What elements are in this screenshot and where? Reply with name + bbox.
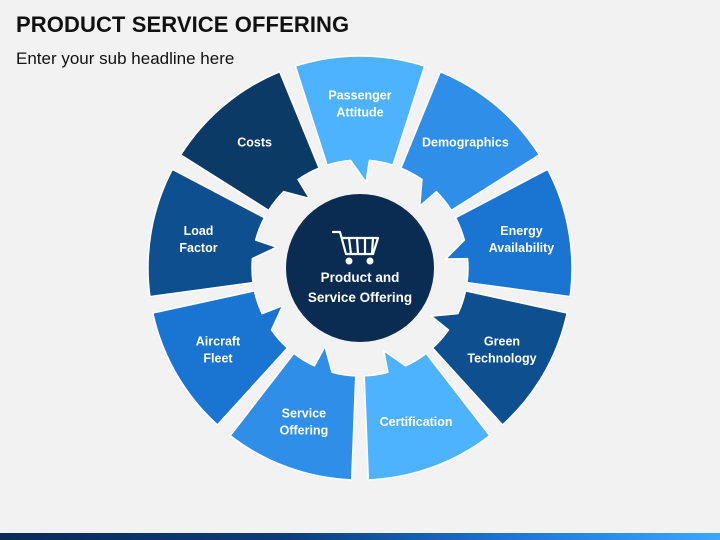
segment-label: Service <box>282 407 327 421</box>
slide-title: PRODUCT SERVICE OFFERING <box>16 12 350 37</box>
footer-bar <box>0 533 720 540</box>
segment-shape <box>179 71 320 212</box>
segment-label: Technology <box>467 352 536 366</box>
center-label-line-2: Service Offering <box>308 290 412 305</box>
segment-label: Factor <box>179 241 217 255</box>
segment-label: Green <box>484 335 520 349</box>
segment-demographics: Demographics <box>400 71 541 212</box>
segment-shape <box>147 168 278 298</box>
segment-label: Demographics <box>422 135 509 149</box>
slide-subtitle: Enter your sub headline here <box>16 49 235 68</box>
segment-label: Availability <box>489 241 555 255</box>
segment-shape <box>152 290 289 426</box>
center-hub: Product and Service Offering <box>286 194 434 342</box>
segment-shape <box>430 290 568 426</box>
shopping-cart-icon <box>331 230 380 265</box>
segment-label: Attitude <box>336 106 383 120</box>
segment-label: Energy <box>500 224 542 238</box>
segment-label: Passenger <box>328 89 391 103</box>
segment-label: Load <box>184 224 214 238</box>
center-circle <box>286 194 434 342</box>
segment-label: Fleet <box>203 352 233 366</box>
segment-shape <box>363 349 491 481</box>
segment-shape <box>229 345 357 481</box>
segment-label: Offering <box>280 424 329 438</box>
segment-shape <box>400 71 541 212</box>
center-label-line-1: Product and <box>321 270 400 285</box>
segment-shape <box>444 168 573 298</box>
segment-costs: Costs <box>179 71 320 212</box>
segment-certification: Certification <box>363 349 491 481</box>
segment-label: Certification <box>380 415 453 429</box>
segment-shape <box>294 55 426 183</box>
segment-label: Aircraft <box>196 335 241 349</box>
segment-label: Costs <box>237 135 272 149</box>
